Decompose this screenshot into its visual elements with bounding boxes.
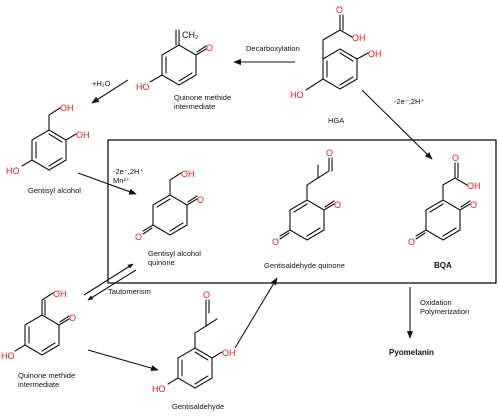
gentisaldehyde-quinone-structure: O O O bbox=[272, 148, 341, 247]
arrow-qm-to-gentisaldehyde bbox=[87, 349, 159, 372]
gd-oh: OH bbox=[222, 348, 236, 358]
gaq-o2: O bbox=[135, 232, 142, 242]
label-oxidation: Oxidation bbox=[420, 298, 452, 307]
bqa-label: BQA bbox=[434, 261, 452, 270]
gaq-oh: OH bbox=[181, 169, 195, 179]
bqa-structure: O OH O O bbox=[408, 153, 481, 247]
ga-oh-chain: OH bbox=[60, 103, 74, 113]
gdq-o1: O bbox=[334, 200, 341, 210]
hga-ho: HO bbox=[290, 90, 304, 100]
arrow-hydration bbox=[91, 79, 129, 104]
arrow-hga-to-bqa bbox=[361, 89, 433, 160]
label-plus-water: +H₂O bbox=[92, 79, 111, 88]
hga-o-top: O bbox=[336, 5, 343, 15]
gaq-o1: O bbox=[197, 195, 204, 205]
qm-top-label-1: Quinone methide bbox=[174, 93, 231, 102]
hga-oh-ring: OH bbox=[368, 49, 382, 59]
label-tautomerism: Tautomerism bbox=[108, 287, 151, 296]
gentisyl-alcohol-structure: OH OH HO bbox=[6, 103, 90, 176]
arrow-ga-to-gaq bbox=[77, 172, 137, 195]
qm-bottom-ho: HO bbox=[1, 351, 15, 361]
label-polymerization: Polymerization bbox=[420, 307, 469, 316]
label-box-oxidation-2: Mn²⁺ bbox=[113, 176, 130, 185]
label-box-oxidation-1: -2e⁻,2H⁺ bbox=[113, 167, 143, 176]
qm-bottom-label-2: intermediate bbox=[18, 380, 59, 389]
label-hga-oxidation: -2e⁻,2H⁺ bbox=[394, 97, 424, 106]
label-pyomelanin: Pyomelanin bbox=[389, 348, 434, 357]
bqa-o-acid: O bbox=[452, 153, 459, 163]
ga-oh-ring: OH bbox=[76, 130, 90, 140]
gaq-label-2: quinone bbox=[148, 258, 175, 267]
quinone-box bbox=[107, 139, 497, 284]
qm-bottom-label-1: Quinone methide bbox=[18, 371, 75, 380]
arrow-tautomerism-back bbox=[87, 269, 137, 301]
hga-oh-acid: OH bbox=[352, 33, 366, 43]
gd-label: Gentisaldehyde bbox=[172, 402, 224, 411]
bqa-o2: O bbox=[408, 237, 415, 247]
qm-top-ho: HO bbox=[136, 82, 150, 92]
ga-label: Gentisyl alcohol bbox=[28, 186, 81, 195]
bqa-o1: O bbox=[470, 200, 477, 210]
arrow-tautomerism-forward bbox=[83, 263, 134, 296]
arrow-gentisaldehyde-to-quinone bbox=[234, 277, 278, 349]
qm-bottom-oh: OH bbox=[53, 289, 67, 299]
qm-top-o: O bbox=[206, 43, 213, 53]
quinone-methide-bottom-structure: OH O HO bbox=[1, 289, 76, 361]
gaq-label-1: Gentisyl alcohol bbox=[148, 249, 201, 258]
quinone-methide-top-structure: CH₂ O HO bbox=[136, 29, 213, 92]
gdq-o-ald: O bbox=[326, 148, 333, 158]
qm-bottom-o: O bbox=[69, 313, 76, 323]
bqa-oh: OH bbox=[467, 181, 481, 191]
gdq-label: Gentisaldehyde quinone bbox=[264, 261, 345, 270]
gdq-o2: O bbox=[272, 237, 279, 247]
hga-structure: O OH OH HO bbox=[290, 5, 382, 100]
qm-top-ch2: CH₂ bbox=[182, 30, 199, 40]
gentisyl-alcohol-quinone-structure: OH O O bbox=[135, 169, 204, 242]
ga-ho: HO bbox=[6, 166, 20, 176]
qm-top-label-2: intermediate bbox=[174, 102, 215, 111]
gd-ho: HO bbox=[152, 384, 166, 394]
gentisaldehyde-structure: O OH HO bbox=[152, 290, 236, 394]
hga-label: HGA bbox=[328, 116, 344, 125]
gd-o-ald: O bbox=[203, 290, 210, 300]
label-decarboxylation: Decarboxylation bbox=[246, 44, 300, 53]
